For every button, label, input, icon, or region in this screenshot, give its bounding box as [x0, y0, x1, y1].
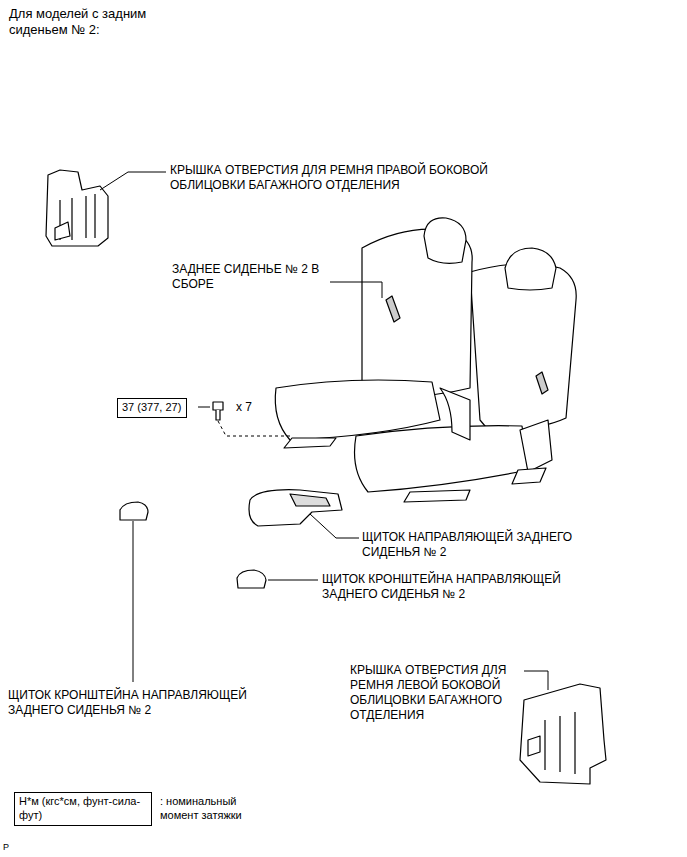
guide-cover: [249, 490, 342, 526]
leader-line: [524, 671, 548, 690]
heading: Для моделей с задним сиденьем № 2:: [9, 6, 174, 39]
seat-cushion: [355, 426, 529, 492]
leader-line: [268, 580, 318, 581]
leader-line: [133, 521, 134, 682]
headrest: [424, 218, 466, 264]
part-name: ЩИТОК КРОНШТЕЙНА НАПРАВЛЯЮЩЕЙ ЗАДНЕГО СИ…: [322, 572, 607, 602]
part-name: ЩИТОК НАПРАВЛЯЮЩЕЙ ЗАДНЕГО СИДЕНЬЯ № 2: [362, 530, 614, 560]
leader-line: [330, 282, 382, 298]
torque-box: 37 (377, 27): [117, 398, 187, 418]
trim-cover: [520, 684, 606, 784]
box-text: Н*м (кгс*см, фунт-сила-фут): [19, 795, 147, 823]
leader-line: [100, 172, 166, 190]
part-name: ЩИТОК КРОНШТЕЙНА НАПРАВЛЯЮЩЕЙ ЗАДНЕГО СИ…: [8, 688, 288, 718]
bracket-cap: [120, 502, 148, 520]
legend-note: : номинальный момент затяжки: [160, 795, 275, 823]
leader-line: [198, 407, 210, 408]
quantity: x 7: [236, 400, 276, 415]
dashed-line: [218, 421, 292, 436]
part-name: КРЫШКА ОТВЕРСТИЯ ДЛЯ РЕМНЯ ПРАВОЙ БОКОВО…: [170, 163, 560, 193]
trim-cover: [46, 170, 108, 246]
box-text: 37 (377, 27): [122, 401, 182, 415]
legend-box: Н*м (кгс*см, фунт-сила-фут): [14, 792, 152, 826]
leader-line: [310, 514, 359, 538]
headrest: [505, 248, 556, 290]
bolt: [213, 402, 223, 410]
page-mark: P: [3, 842, 23, 853]
bracket-cap: [237, 570, 266, 588]
part-name: ЗАДНЕЕ СИДЕНЬЕ № 2 В СБОРЕ: [172, 262, 350, 292]
part-name: КРЫШКА ОТВЕРСТИЯ ДЛЯ РЕМНЯ ЛЕВОЙ БОКОВОЙ…: [350, 663, 532, 723]
